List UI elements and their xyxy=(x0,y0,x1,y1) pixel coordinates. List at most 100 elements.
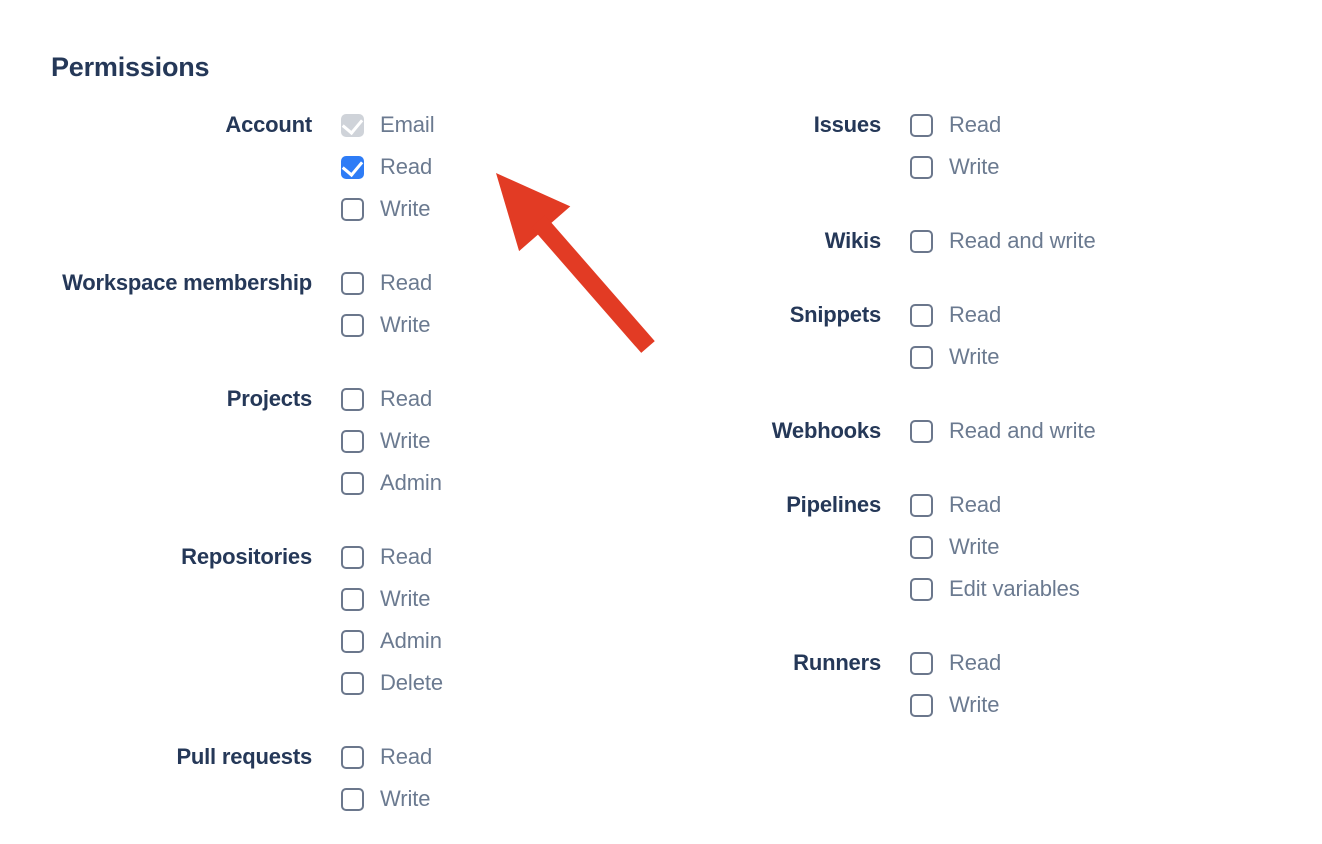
permission-row[interactable]: Read xyxy=(341,262,432,304)
checkbox-account-read[interactable] xyxy=(341,154,364,179)
permission-row[interactable]: Write xyxy=(341,578,443,620)
group-label-workspace-membership: Workspace membership xyxy=(62,270,312,295)
checkbox-label-snippets-read[interactable]: Read xyxy=(949,302,1002,327)
checkbox-repositories-read[interactable] xyxy=(341,545,364,569)
checkbox-label-workspace-membership-write[interactable]: Write xyxy=(380,312,431,337)
permission-row[interactable]: Write xyxy=(341,304,432,346)
permission-row[interactable]: Write xyxy=(341,778,432,820)
checkbox-label-repositories-admin[interactable]: Admin xyxy=(380,628,442,653)
permission-row[interactable]: Read xyxy=(910,484,1080,526)
group-label-pull-requests: Pull requests xyxy=(176,744,312,769)
group-label-pipelines: Pipelines xyxy=(786,492,881,517)
checkbox-pipelines-write[interactable] xyxy=(910,535,933,559)
checkbox-webhooks-read-and-write[interactable] xyxy=(910,419,933,443)
checkbox-label-webhooks-read-and-write[interactable]: Read and write xyxy=(949,418,1096,443)
checkbox-label-repositories-delete[interactable]: Delete xyxy=(380,670,443,695)
checkbox-label-runners-write[interactable]: Write xyxy=(949,692,1000,717)
group-label-runners: Runners xyxy=(793,650,881,675)
checkbox-label-projects-write[interactable]: Write xyxy=(380,428,431,453)
permission-row[interactable]: Write xyxy=(341,420,442,462)
permission-row[interactable]: Read xyxy=(341,736,432,778)
checkbox-label-repositories-write[interactable]: Write xyxy=(380,586,431,611)
checkbox-projects-write[interactable] xyxy=(341,429,364,453)
checkbox-pull-requests-read[interactable] xyxy=(341,745,364,769)
group-label-repositories: Repositories xyxy=(181,544,312,569)
checkbox-label-account-write[interactable]: Write xyxy=(380,196,431,221)
checkbox-pipelines-edit-variables[interactable] xyxy=(910,577,933,601)
permission-row[interactable]: Read xyxy=(341,536,443,578)
checkbox-label-account-read[interactable]: Read xyxy=(380,154,433,179)
checkbox-account-write[interactable] xyxy=(341,197,364,221)
check-icon xyxy=(341,112,364,135)
permission-row[interactable]: Read xyxy=(341,378,442,420)
checkbox-label-pipelines-read[interactable]: Read xyxy=(949,492,1002,517)
permission-row[interactable]: Read xyxy=(910,642,1001,684)
checkbox-wikis-read-and-write[interactable] xyxy=(910,229,933,253)
permission-row[interactable]: Write xyxy=(910,526,1080,568)
page-title: Permissions xyxy=(51,52,210,82)
checkbox-label-wikis-read-and-write[interactable]: Read and write xyxy=(949,228,1096,253)
checkbox-projects-admin[interactable] xyxy=(341,471,364,495)
permission-row[interactable]: Email xyxy=(341,104,435,146)
permission-row[interactable]: Read and write xyxy=(910,220,1096,262)
checkbox-label-workspace-membership-read[interactable]: Read xyxy=(380,270,433,295)
permission-row[interactable]: Read xyxy=(341,146,435,188)
checkbox-runners-read[interactable] xyxy=(910,651,933,675)
checkbox-workspace-membership-read[interactable] xyxy=(341,271,364,295)
checkbox-repositories-admin[interactable] xyxy=(341,629,364,653)
permission-row[interactable]: Write xyxy=(910,684,1001,726)
checkbox-label-snippets-write[interactable]: Write xyxy=(949,344,1000,369)
permission-row[interactable]: Write xyxy=(910,146,1001,188)
group-label-projects: Projects xyxy=(226,386,312,411)
checkbox-pipelines-read[interactable] xyxy=(910,493,933,517)
permission-row[interactable]: Read xyxy=(910,294,1001,336)
permission-row[interactable]: Admin xyxy=(341,620,443,662)
permission-row[interactable]: Write xyxy=(910,336,1001,378)
permission-row[interactable]: Edit variables xyxy=(910,568,1080,610)
checkbox-label-projects-read[interactable]: Read xyxy=(380,386,433,411)
checkbox-label-projects-admin[interactable]: Admin xyxy=(380,470,442,495)
permission-row[interactable]: Admin xyxy=(341,462,442,504)
group-label-webhooks: Webhooks xyxy=(771,418,881,443)
checkbox-workspace-membership-write[interactable] xyxy=(341,313,364,337)
checkbox-label-issues-write[interactable]: Write xyxy=(949,154,1000,179)
permission-row[interactable]: Read and write xyxy=(910,410,1096,452)
checkbox-label-pipelines-write[interactable]: Write xyxy=(949,534,1000,559)
checkbox-label-account-email[interactable]: Email xyxy=(380,112,435,137)
checkbox-label-pipelines-edit-variables[interactable]: Edit variables xyxy=(949,576,1080,601)
checkbox-issues-write[interactable] xyxy=(910,155,933,179)
check-icon xyxy=(341,154,364,177)
checkbox-projects-read[interactable] xyxy=(341,387,364,411)
group-label-snippets: Snippets xyxy=(789,302,882,327)
permission-row[interactable]: Read xyxy=(910,104,1001,146)
checkbox-snippets-write[interactable] xyxy=(910,345,933,369)
checkbox-label-repositories-read[interactable]: Read xyxy=(380,544,433,569)
checkbox-pull-requests-write[interactable] xyxy=(341,787,364,811)
permission-row[interactable]: Write xyxy=(341,188,435,230)
checkbox-runners-write[interactable] xyxy=(910,693,933,717)
permission-row[interactable]: Delete xyxy=(341,662,443,704)
checkbox-snippets-read[interactable] xyxy=(910,303,933,327)
checkbox-label-runners-read[interactable]: Read xyxy=(949,650,1002,675)
checkbox-repositories-delete[interactable] xyxy=(341,671,364,695)
checkbox-label-issues-read[interactable]: Read xyxy=(949,112,1002,137)
checkbox-repositories-write[interactable] xyxy=(341,587,364,611)
checkbox-label-pull-requests-read[interactable]: Read xyxy=(380,744,433,769)
permission-group-webhooks: Webhooks Read and write xyxy=(600,410,1220,452)
checkbox-label-pull-requests-write[interactable]: Write xyxy=(380,786,431,811)
checkbox-issues-read[interactable] xyxy=(910,113,933,137)
